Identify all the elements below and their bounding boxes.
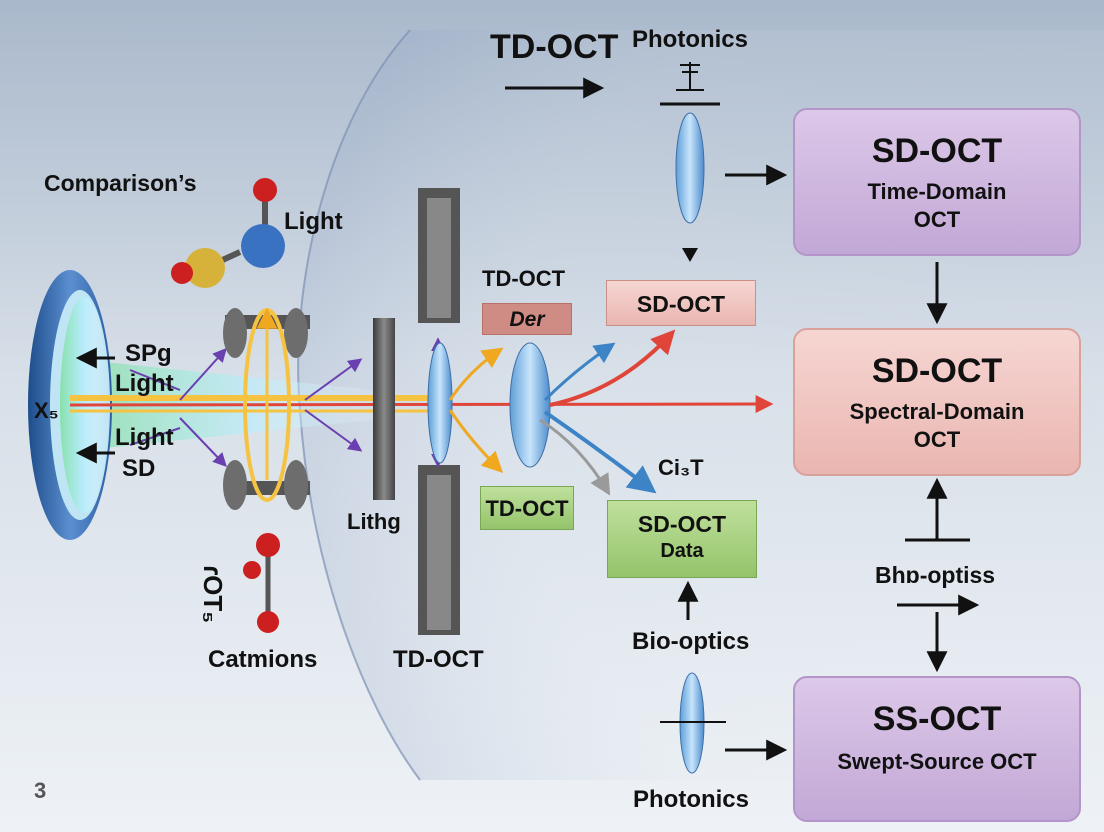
photodetector-icon — [660, 62, 720, 106]
lens-1 — [427, 342, 453, 464]
lens-top — [675, 112, 705, 224]
sdoct-small-box: SD-OCT — [606, 280, 756, 326]
data-box-line2: Data — [660, 540, 704, 562]
light-label-1: Light — [115, 370, 174, 397]
reference-channel-top — [418, 188, 460, 323]
tdoct-green-box: TD-OCT — [480, 486, 574, 530]
page-number: 3 — [34, 778, 47, 803]
mirror-mount-bottom — [223, 460, 310, 510]
molecule-top — [171, 178, 285, 288]
box3-title: SS-OCT — [872, 700, 1002, 738]
tdoct-center-label: TD-OCT — [482, 266, 566, 291]
comparison-label: Comparison’s — [44, 170, 197, 196]
blue-arrow-up — [543, 342, 616, 402]
tdoct-bottom-label: TD-OCT — [393, 646, 484, 673]
bio-optiss-label: Bhɒ-optiss — [875, 562, 996, 588]
purple-arrow-mid-down — [304, 409, 363, 452]
sd-label: SD — [122, 455, 156, 482]
beam-splitter-plate — [373, 318, 395, 500]
catmions-label: Catmions — [208, 646, 318, 673]
beam-red-main — [69, 395, 774, 414]
orange-arrow-up — [448, 347, 504, 401]
orange-arrow-down — [448, 409, 503, 473]
molecule-bottom — [243, 533, 280, 633]
light-label-2: Light — [115, 424, 174, 451]
lens-2 — [509, 342, 551, 468]
light-molecule-label: Light — [284, 208, 343, 235]
bio-optics-label: Bio-optics — [632, 628, 750, 655]
gray-arrow-down — [539, 418, 611, 496]
sdoct-data-box: SD-OCT Data — [607, 500, 757, 578]
box1-subtitle-1: Time-Domain — [867, 179, 1007, 204]
header-title: TD-OCT — [490, 28, 619, 66]
box3-subtitle-1: Swept-Source OCT — [837, 749, 1037, 774]
lithg-label: Lithg — [347, 509, 401, 534]
blue-arrow-down — [543, 410, 657, 494]
arrow-down-small — [682, 248, 698, 262]
spg-label: SPg — [125, 340, 172, 367]
box2-subtitle-1: Spectral-Domain — [849, 399, 1025, 424]
purple-arrow-down-1 — [179, 417, 227, 468]
xs-label: X₅ — [34, 398, 59, 423]
box-swept-source: SS-OCT Swept-Source OCT — [793, 676, 1081, 822]
box2-subtitle-2: OCT — [913, 427, 961, 452]
reference-channel-bottom — [418, 465, 460, 635]
box1-subtitle-2: OCT — [913, 207, 961, 232]
purple-arrow-down-2 — [129, 427, 181, 446]
photonics-top-label: Photonics — [632, 26, 749, 53]
box2-title: SD-OCT — [871, 352, 1003, 390]
photonics-bottom-label: Photonics — [633, 786, 750, 813]
box1-title: SD-OCT — [871, 132, 1003, 170]
box-spectral-domain: SD-OCT Spectral-Domain OCT — [793, 328, 1081, 476]
purple-arrow-up-2 — [129, 369, 181, 391]
box-time-domain: SD-OCT Time-Domain OCT — [793, 108, 1081, 256]
red-arrow-up — [549, 329, 676, 407]
molecule-text: ɾOT₅ — [198, 565, 228, 624]
purple-arrow-mid-up — [304, 358, 363, 401]
data-box-line1: SD-OCT — [637, 511, 727, 537]
cist-label: Ci₃T — [658, 455, 704, 480]
purple-arrow-up-1 — [179, 347, 227, 401]
der-box: Der — [482, 303, 572, 335]
